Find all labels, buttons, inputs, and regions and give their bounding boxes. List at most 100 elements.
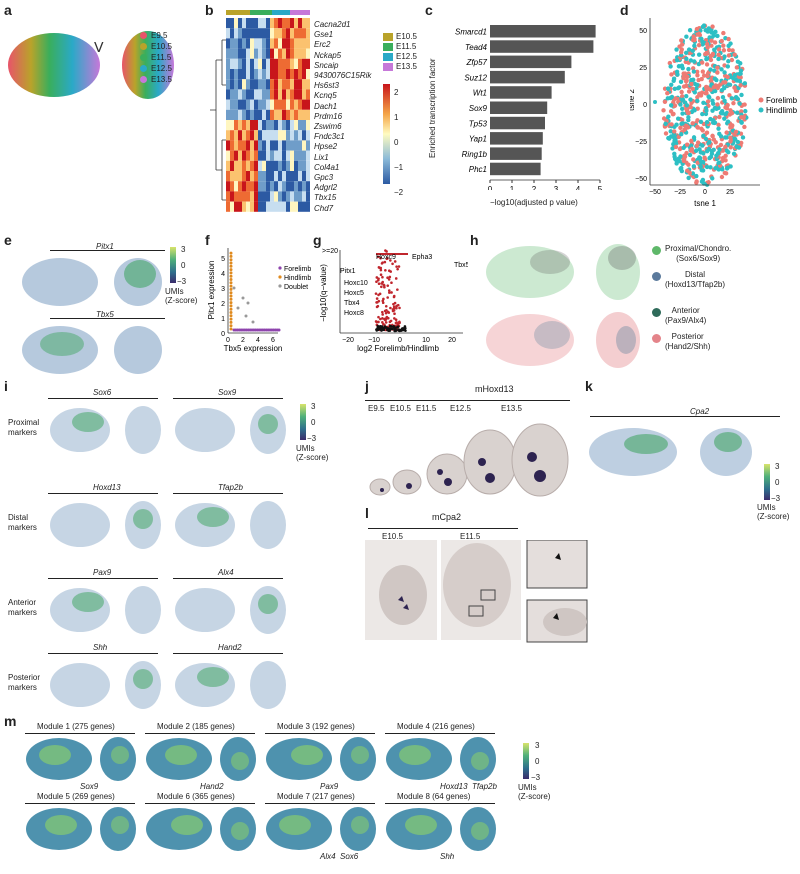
heatmap-cell xyxy=(278,130,282,141)
g-point xyxy=(391,262,394,266)
heatmap-cell xyxy=(282,160,286,171)
heatmap-cell xyxy=(270,38,274,49)
heatmap-cell xyxy=(298,171,302,182)
heatmap-cell xyxy=(306,191,310,202)
g-point xyxy=(379,256,382,260)
unit-i: UMIs (Z-score) xyxy=(296,444,329,462)
heatmap-legend-item: E12.5 xyxy=(383,52,417,62)
heatmap-cell xyxy=(226,48,230,59)
g-point xyxy=(390,291,393,294)
heatmap-cell xyxy=(270,140,274,151)
heatmap-cell xyxy=(238,150,242,161)
heatmap-cell xyxy=(238,140,242,151)
heatmap-cell xyxy=(286,18,290,29)
tsne-point xyxy=(726,82,731,87)
i-umap xyxy=(175,586,286,634)
legend-h-line1: Anterior xyxy=(671,306,700,315)
tsne-point xyxy=(679,42,685,47)
tsne-point xyxy=(703,136,709,142)
g-point xyxy=(386,296,389,299)
g-point xyxy=(389,306,392,310)
f-legend-label: Doublet xyxy=(284,284,308,291)
heatmap-cell xyxy=(262,79,266,90)
heatmap-cell xyxy=(242,150,246,161)
f-point-hindlimb xyxy=(229,268,233,272)
tsne-point xyxy=(695,118,700,123)
heatmap-legend-label: E12.5 xyxy=(396,52,417,61)
heatmap-cell xyxy=(278,120,282,131)
heatmap-gene-label: Hs6st3 xyxy=(314,81,339,91)
f-point-doublet xyxy=(251,320,255,324)
scale-i-mid: 0 xyxy=(311,418,316,427)
tsne-point xyxy=(671,78,676,83)
heatmap-gene-label: Lix1 xyxy=(314,152,329,162)
heatmap-cell xyxy=(286,140,290,151)
heatmap-cell xyxy=(294,89,298,100)
heatmap-cell xyxy=(250,130,254,141)
tsne-point xyxy=(692,59,697,64)
heatmap-cell xyxy=(262,150,266,161)
m-subgene: Sox9 xyxy=(80,782,99,791)
heatmap-cell xyxy=(234,79,238,90)
i-row-label: Proximal markers xyxy=(8,418,40,437)
heatmap-cell xyxy=(306,18,310,29)
colorscale-k xyxy=(764,464,770,500)
heatmap-cell xyxy=(234,171,238,182)
heatmap-cell xyxy=(294,18,298,29)
bar-c-label: Wt1 xyxy=(473,89,487,98)
legend-h-swatch xyxy=(652,308,661,317)
tsne-point xyxy=(729,124,734,130)
g-point-ns xyxy=(402,328,406,332)
legend-a-label: E12.5 xyxy=(151,64,172,73)
heatmap-cell xyxy=(242,58,246,69)
heatmap-cell xyxy=(246,69,250,80)
heatmap-cell xyxy=(302,130,306,141)
heatmap-cell xyxy=(306,109,310,120)
heatmap-cell xyxy=(258,150,262,161)
tsne-point xyxy=(694,69,700,74)
tsne-point xyxy=(742,124,747,130)
heatmap-cell xyxy=(290,58,294,69)
heatmap-cell xyxy=(290,150,294,161)
heatmap-cell xyxy=(282,201,286,212)
heatmap-cell xyxy=(274,171,278,182)
tsne-point xyxy=(723,80,728,85)
g-point-ns xyxy=(388,324,392,328)
heatmap-cell xyxy=(226,150,230,161)
heatmap-cell xyxy=(230,150,234,161)
panel-letter-a: a xyxy=(4,2,12,18)
heatmap-cell xyxy=(246,140,250,151)
heatmap-cell xyxy=(234,58,238,69)
heatmap-legend-item: E13.5 xyxy=(383,62,417,72)
heatmap-cell xyxy=(282,58,286,69)
heatmap-cell xyxy=(302,79,306,90)
heatmap-cell xyxy=(290,191,294,202)
heatmap-gene-label: Hpse2 xyxy=(314,142,338,152)
tsne-point xyxy=(696,42,702,48)
tsne-point xyxy=(674,57,680,63)
i-umap xyxy=(175,406,286,454)
g-point xyxy=(385,308,388,312)
tsne-xtick: −25 xyxy=(674,189,686,196)
heatmap-cell xyxy=(306,140,310,151)
g-point xyxy=(382,322,385,326)
heatmap-cell xyxy=(302,28,306,39)
tsne-point xyxy=(687,152,693,158)
tsne-point xyxy=(673,144,679,150)
panel-letter-j: j xyxy=(365,378,369,394)
heatmap-cell xyxy=(266,130,270,141)
tsne-point xyxy=(682,127,687,132)
bar-c-tick-label: 0 xyxy=(488,185,493,190)
heatmap-cell xyxy=(258,191,262,202)
heatmap-cell xyxy=(282,79,286,90)
g-point-ns xyxy=(393,326,397,330)
tsne-point xyxy=(730,48,735,53)
heatmap-cell xyxy=(262,18,266,29)
i-row-label: Anterior markers xyxy=(8,598,37,617)
tsne-point xyxy=(733,129,739,135)
tsne-point xyxy=(743,108,748,114)
m-umap xyxy=(266,807,376,851)
tsne-point xyxy=(710,24,715,29)
tsne-point xyxy=(722,98,727,104)
